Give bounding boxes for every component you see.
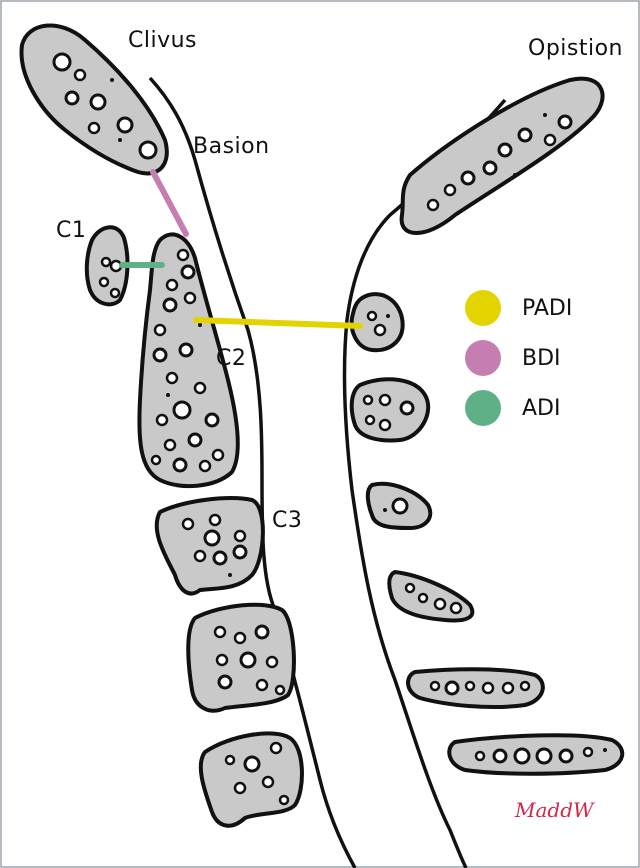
c6-spinous-process	[449, 735, 622, 774]
legend-swatch-bdi	[465, 340, 501, 376]
basion-label: Basion	[193, 134, 270, 159]
padi-measurement-line	[196, 320, 360, 326]
c4-vertebra	[188, 605, 294, 711]
clivus-label: Clivus	[128, 28, 197, 53]
legend-label-padi: PADI	[522, 296, 572, 321]
c3-spinous-process	[368, 484, 430, 528]
legend-swatch-adi	[465, 390, 501, 426]
artist-signature: MaddW	[515, 798, 594, 822]
c1-label: C1	[56, 218, 86, 243]
legend-label-adi: ADI	[522, 396, 560, 421]
legend-swatch-padi	[465, 290, 501, 326]
c4-spinous-process	[389, 572, 472, 620]
c3-label: C3	[272, 508, 302, 533]
c5-spinous-process	[408, 669, 543, 707]
c1-posterior-arch	[352, 294, 403, 350]
c2-label: C2	[216, 346, 246, 371]
c5-vertebra	[201, 733, 302, 825]
c2-spinous-process	[352, 379, 428, 440]
bdi-measurement-line	[153, 172, 186, 234]
c3-vertebra	[157, 498, 263, 593]
legend-label-bdi: BDI	[522, 346, 561, 371]
opistion-label: Opistion	[528, 36, 623, 61]
